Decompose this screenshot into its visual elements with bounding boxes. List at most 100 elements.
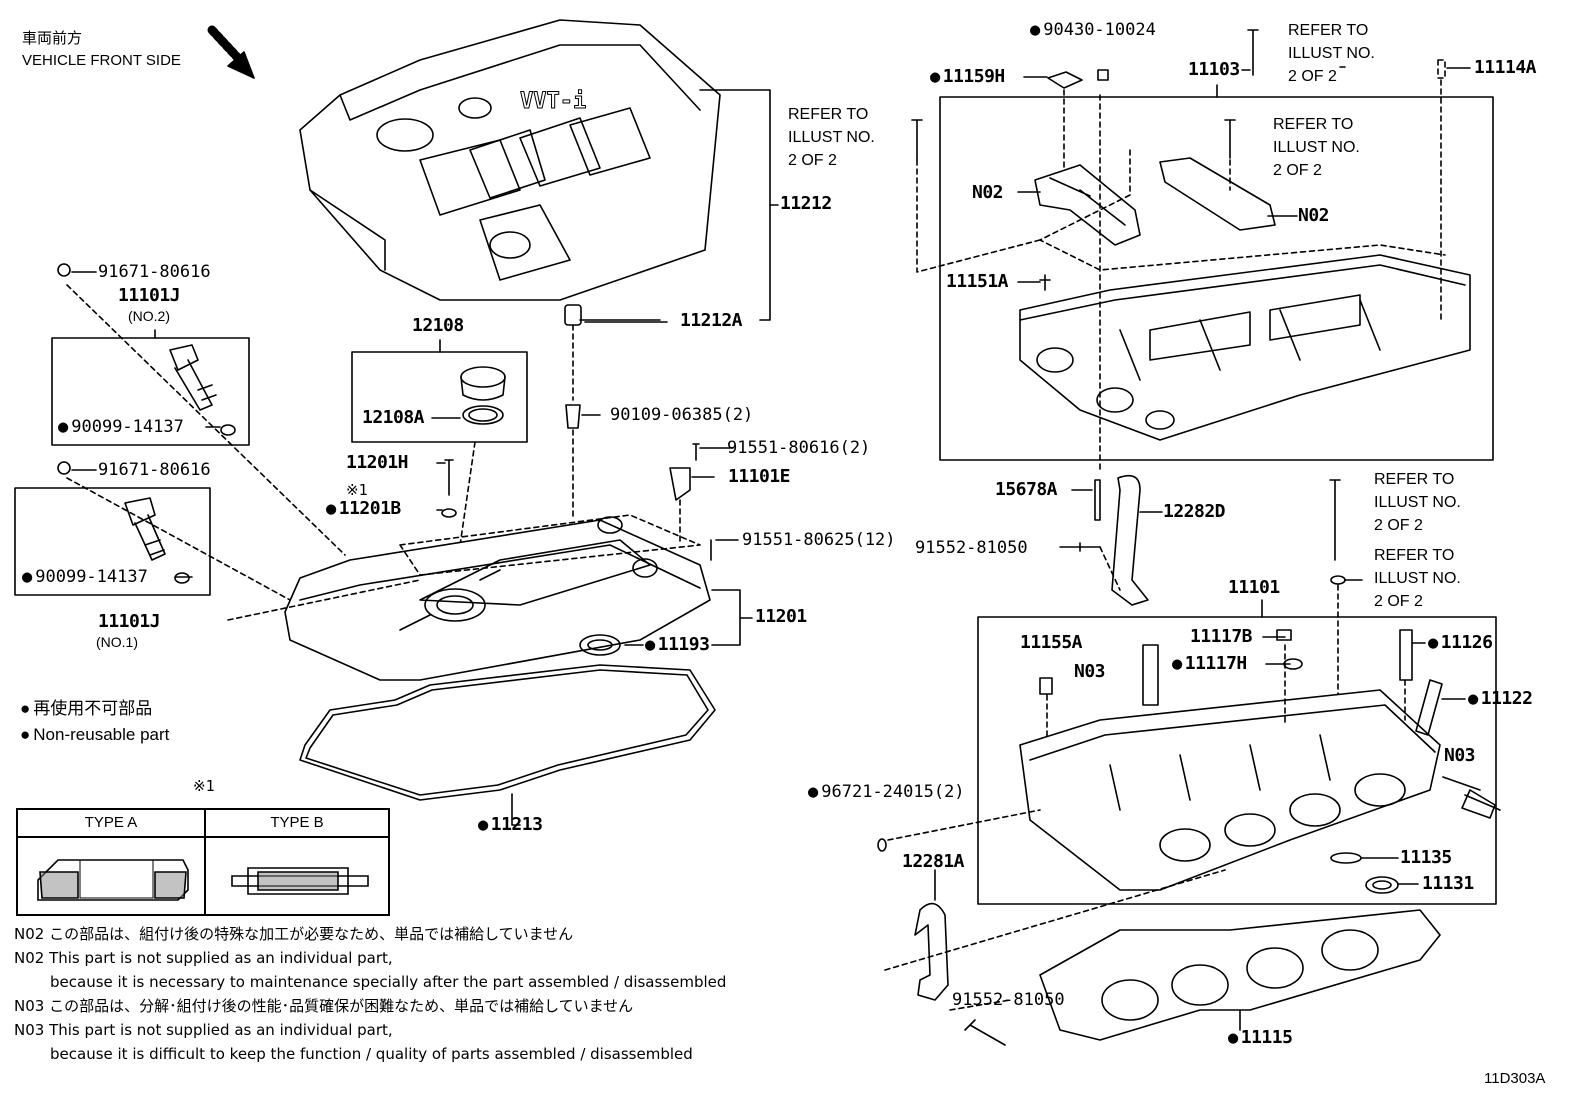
part-label-90430-10024[interactable]: 90430-10024: [1030, 20, 1156, 40]
refer-note-5-line1: REFER TO: [1374, 547, 1455, 564]
note-n03-jp: N03 この部品は、分解･組付け後の性能･品質確保が困難なため、単品では補給して…: [14, 997, 634, 1015]
refer-note-2-line3: 2 OF 2: [1288, 68, 1337, 85]
note-n02-en-line2: because it is necessary to maintenance s…: [50, 973, 727, 991]
svg-text:VVT-i: VVT-i: [520, 89, 586, 114]
refer-note-3-line2: ILLUST NO.: [1273, 139, 1360, 156]
oil-control-valve-no1-drawing: [124, 497, 190, 584]
part-label-96721-24015[interactable]: 96721-24015(2): [808, 782, 964, 802]
note-n03-en-line2: because it is difficult to keep the func…: [50, 1045, 693, 1063]
front-direction-arrow-icon: [207, 25, 255, 79]
cylinder-head-gasket-drawing: [1039, 909, 1441, 1041]
cylinder-head-group-box: [977, 616, 1497, 905]
grommet-11212A-drawing: [564, 304, 582, 326]
type-a-header: TYPE A: [84, 814, 138, 831]
refer-note-2-line1: REFER TO: [1288, 22, 1369, 39]
cylinder-head-cover-drawing: [284, 516, 711, 681]
part-label-11201H[interactable]: 11201H: [346, 452, 409, 473]
part-label-11101J-no2[interactable]: 11101J: [118, 285, 181, 306]
figure-id: 11D303A: [1484, 1070, 1546, 1087]
part-label-11212A[interactable]: 11212A: [680, 310, 743, 331]
refer-note-1-line3: 2 OF 2: [788, 152, 837, 169]
refer-note-2-line2: ILLUST NO.: [1288, 45, 1375, 62]
part-label-11155A[interactable]: 11155A: [1020, 632, 1083, 653]
ocv-no2-box: [51, 337, 250, 446]
part-label-91552-81050-top[interactable]: 91552-81050: [915, 538, 1028, 558]
part-label-11103[interactable]: 11103: [1188, 59, 1240, 80]
oil-filler-cap-drawing: [460, 366, 506, 425]
part-label-11213[interactable]: 11213: [478, 815, 543, 835]
note-n03-en-line1: N03 This part is not supplied as an indi…: [14, 1021, 393, 1039]
part-label-11101[interactable]: 11101: [1228, 577, 1280, 598]
note-n02-jp: N02 この部品は、組付け後の特殊な加工が必要なため、単品では補給していません: [14, 925, 574, 943]
part-label-11193[interactable]: 11193: [645, 635, 710, 655]
part-label-11131[interactable]: 11131: [1422, 873, 1474, 894]
part-label-12281A[interactable]: 12281A: [902, 851, 965, 872]
cylinder-head-drawing: [1019, 689, 1441, 891]
type-table-mark: ※1: [193, 777, 215, 795]
legend-nonreusable-en: Non-reusable part: [20, 724, 169, 746]
refer-note-1-line1: REFER TO: [788, 106, 869, 123]
camshaft-bearing-cap-left-drawing: [1034, 164, 1141, 246]
part-label-11117B[interactable]: 11117B: [1190, 626, 1253, 647]
type-table-divider: [204, 810, 206, 914]
part-label-12282D[interactable]: 12282D: [1163, 501, 1226, 522]
part-label-11201[interactable]: 11201: [755, 606, 807, 627]
refer-note-3-line1: REFER TO: [1273, 116, 1354, 133]
part-label-11212[interactable]: 11212: [780, 193, 832, 214]
refer-note-4-line2: ILLUST NO.: [1374, 494, 1461, 511]
label-n03-top[interactable]: N03: [1074, 661, 1106, 682]
gasket-type-b-section-drawing: [231, 867, 369, 895]
head-cover-gasket-drawing: [299, 664, 716, 801]
engine-cover-drawing: VVT-i: [299, 19, 721, 301]
part-label-91671-80616-bottom[interactable]: 91671-80616: [98, 460, 211, 480]
part-label-11114A[interactable]: 11114A: [1474, 57, 1537, 78]
camshaft-bearing-cap-right-drawing: [1159, 157, 1276, 231]
part-label-90109-06385[interactable]: 90109-06385(2): [610, 405, 754, 425]
part-label-11115[interactable]: 11115: [1228, 1028, 1293, 1048]
label-n02-right[interactable]: N02: [1298, 205, 1330, 226]
oil-control-valve-no2-drawing: [169, 344, 236, 436]
legend-nonreusable-jp: 再使用不可部品: [20, 698, 152, 720]
direction-label-en: VEHICLE FRONT SIDE: [22, 52, 181, 69]
ref-mark-1: ※1: [346, 481, 368, 499]
ocv-no1-box: [14, 487, 211, 596]
gasket-type-a-section-drawing: [37, 859, 189, 901]
type-table-drawings: [37, 859, 369, 901]
camshaft-housing-drawing: [1019, 254, 1471, 441]
part-label-91551-80616[interactable]: 91551-80616(2): [727, 438, 871, 458]
part-label-11159H[interactable]: 11159H: [930, 67, 1006, 87]
refer-note-5-line3: 2 OF 2: [1374, 593, 1423, 610]
label-n03-right[interactable]: N03: [1444, 745, 1476, 766]
part-label-90099-14137-top[interactable]: 90099-14137: [58, 417, 184, 437]
part-label-91671-80616-top[interactable]: 91671-80616: [98, 262, 211, 282]
part-label-11101E[interactable]: 11101E: [728, 466, 791, 487]
label-n02-left[interactable]: N02: [972, 182, 1004, 203]
part-label-11126[interactable]: 11126: [1428, 633, 1493, 653]
type-b-header: TYPE B: [270, 814, 324, 831]
part-label-11135[interactable]: 11135: [1400, 847, 1452, 868]
refer-note-4-line3: 2 OF 2: [1374, 517, 1423, 534]
refer-note-5-line2: ILLUST NO.: [1374, 570, 1461, 587]
refer-note-1-line2: ILLUST NO.: [788, 129, 875, 146]
oil-cap-group-box: [351, 351, 528, 443]
part-label-11201B[interactable]: 11201B: [326, 499, 402, 519]
part-label-15678A[interactable]: 15678A: [995, 479, 1058, 500]
refer-note-3-line3: 2 OF 2: [1273, 162, 1322, 179]
part-label-12108[interactable]: 12108: [412, 315, 464, 336]
part-label-11117H[interactable]: 11117H: [1172, 654, 1248, 674]
part-label-91551-80625[interactable]: 91551-80625(12): [742, 530, 896, 550]
part-label-90099-14137-bottom[interactable]: 90099-14137: [22, 567, 148, 587]
engine-hanger-12281A-drawing: [914, 902, 949, 1001]
part-label-11122[interactable]: 11122: [1468, 689, 1533, 709]
part-label-91552-81050-bottom[interactable]: 91552-81050: [952, 990, 1065, 1010]
type-table: TYPE A TYPE B: [16, 808, 390, 916]
label-no2: (NO.2): [128, 308, 170, 324]
refer-note-4-line1: REFER TO: [1374, 471, 1455, 488]
part-label-11151A[interactable]: 11151A: [946, 271, 1009, 292]
part-label-11101J-no1[interactable]: 11101J: [98, 611, 161, 632]
type-table-header-rule: [18, 836, 388, 838]
part-label-12108A[interactable]: 12108A: [362, 407, 425, 428]
label-no1: (NO.1): [96, 634, 138, 650]
